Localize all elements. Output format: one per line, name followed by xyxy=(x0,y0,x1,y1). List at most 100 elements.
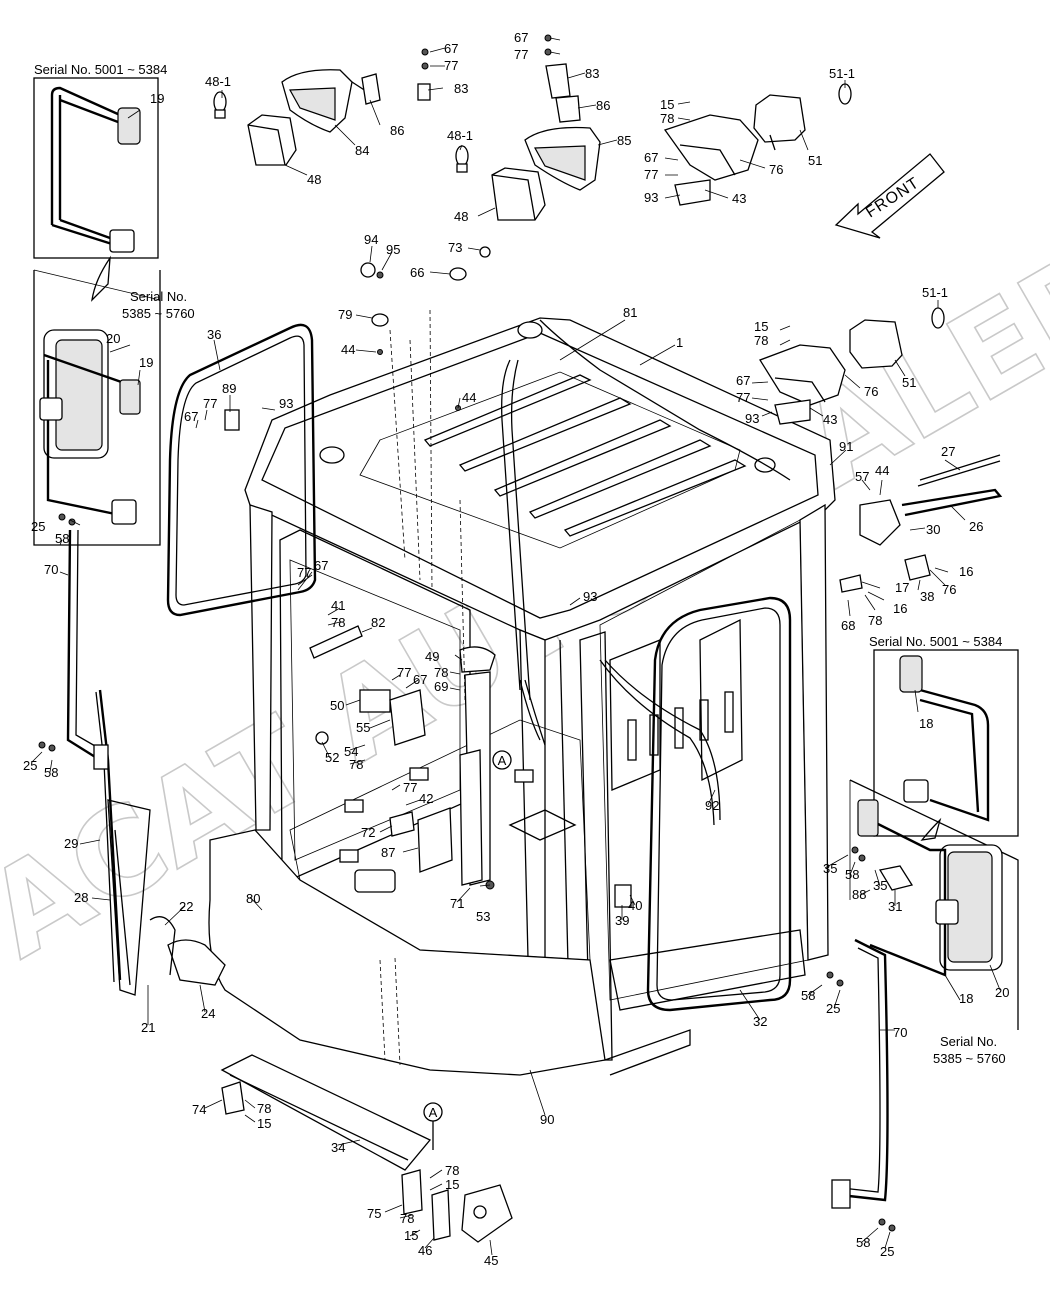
callout-93: 93 xyxy=(644,190,658,205)
callout-70: 70 xyxy=(44,562,58,577)
callout-54: 54 xyxy=(344,744,358,759)
callout-81: 81 xyxy=(623,305,637,320)
callout-39: 39 xyxy=(615,913,629,928)
inset-top-left xyxy=(33,77,159,259)
callout-43: 43 xyxy=(823,412,837,427)
callout-78: 78 xyxy=(660,111,674,126)
bracket-38 xyxy=(904,554,931,581)
callout-57: 57 xyxy=(855,469,869,484)
wiring-harness-92 xyxy=(604,659,721,821)
grommet-49 xyxy=(459,646,496,673)
callout-48: 48 xyxy=(454,209,468,224)
callout-52: 52 xyxy=(325,750,339,765)
front-right-pillar xyxy=(579,631,613,1061)
callout-88: 88 xyxy=(852,887,866,902)
lower-front-panel xyxy=(208,829,606,1076)
callout-41: 41 xyxy=(331,598,345,613)
callout-25: 25 xyxy=(23,758,37,773)
callout-76: 76 xyxy=(769,162,783,177)
callout-49: 49 xyxy=(425,649,439,664)
callout-1: 1 xyxy=(676,335,683,350)
mirror-stay-bar xyxy=(919,688,990,822)
callout-26: 26 xyxy=(969,519,983,534)
callout-51-1: 51-1 xyxy=(922,285,948,300)
callout-51: 51 xyxy=(902,375,916,390)
inset-frame xyxy=(873,649,1019,837)
callout-95: 95 xyxy=(386,242,400,257)
callout-51-1: 51-1 xyxy=(829,66,855,81)
callout-79: 79 xyxy=(338,307,352,322)
callout-70: 70 xyxy=(893,1025,907,1040)
callout-22: 22 xyxy=(179,899,193,914)
rearview-mirror-85 xyxy=(524,126,601,191)
callout-93: 93 xyxy=(279,396,293,411)
inset-frame xyxy=(33,77,159,259)
callout-42: 42 xyxy=(419,791,433,806)
callout-67: 67 xyxy=(314,558,328,573)
mirror-45 xyxy=(461,1184,513,1243)
callout-83: 83 xyxy=(454,81,468,96)
callout-94: 94 xyxy=(364,232,378,247)
inset-frame xyxy=(33,270,161,546)
callout-67: 67 xyxy=(514,30,528,45)
callout-35: 35 xyxy=(823,861,837,876)
callout-53: 53 xyxy=(476,909,490,924)
cab-light-76-right xyxy=(759,344,846,425)
mirror-mount-clamp xyxy=(117,107,141,145)
callout-38: 38 xyxy=(920,589,934,604)
callout-15: 15 xyxy=(257,1116,271,1131)
section-mark-a-2: A xyxy=(423,1102,443,1150)
part-50 xyxy=(359,689,391,713)
callout-67: 67 xyxy=(413,672,427,687)
callout-25: 25 xyxy=(826,1001,840,1016)
callout-76: 76 xyxy=(864,384,878,399)
callout-43: 43 xyxy=(732,191,746,206)
grab-handle-70-right xyxy=(839,938,889,1202)
callout-93: 93 xyxy=(745,411,759,426)
mirror-mount-clamp xyxy=(899,655,923,693)
serial-note-top-left: Serial No. 5001 ~ 5384 xyxy=(34,62,167,77)
callout-77: 77 xyxy=(514,47,528,62)
callout-35: 35 xyxy=(873,878,887,893)
callout-86: 86 xyxy=(390,123,404,138)
callout-90: 90 xyxy=(540,1112,554,1127)
mirror-stay-bar xyxy=(50,86,121,246)
bolt-73 xyxy=(479,246,491,258)
inset-right-top xyxy=(873,649,1019,837)
callout-67: 67 xyxy=(644,150,658,165)
leader-lines xyxy=(31,37,1001,1256)
callout-77: 77 xyxy=(444,58,458,73)
callout-83: 83 xyxy=(585,66,599,81)
callout-58: 58 xyxy=(55,531,69,546)
callout-48-1: 48-1 xyxy=(205,74,231,89)
callout-48: 48 xyxy=(307,172,321,187)
right-door-seal xyxy=(646,596,792,1012)
callout-28: 28 xyxy=(74,890,88,905)
bracket-83b xyxy=(545,63,571,99)
inset-pointer-arrow xyxy=(91,255,111,302)
callout-40: 40 xyxy=(628,898,642,913)
callout-71: 71 xyxy=(450,896,464,911)
callout-77: 77 xyxy=(397,665,411,680)
clamp-83 xyxy=(417,83,431,101)
callout-46: 46 xyxy=(418,1243,432,1258)
rearview-mirror-84 xyxy=(281,69,373,133)
mirror-arm xyxy=(869,818,947,977)
mirror-base-bracket xyxy=(109,229,135,253)
callout-78: 78 xyxy=(349,757,363,772)
callout-58: 58 xyxy=(801,988,815,1003)
callout-50: 50 xyxy=(330,698,344,713)
serial-note-right-bottom-2: 5385 ~ 5760 xyxy=(933,1051,1006,1066)
callout-24: 24 xyxy=(201,1006,215,1021)
sun-visor-34 xyxy=(220,1054,432,1171)
serial-note-mid-left-2: 5385 ~ 5760 xyxy=(122,306,195,321)
part-82 xyxy=(309,625,363,659)
callout-27: 27 xyxy=(941,444,955,459)
callout-25: 25 xyxy=(31,519,45,534)
callout-21: 21 xyxy=(141,1020,155,1035)
callout-18: 18 xyxy=(919,716,933,731)
callout-77: 77 xyxy=(203,396,217,411)
callout-75: 75 xyxy=(367,1206,381,1221)
